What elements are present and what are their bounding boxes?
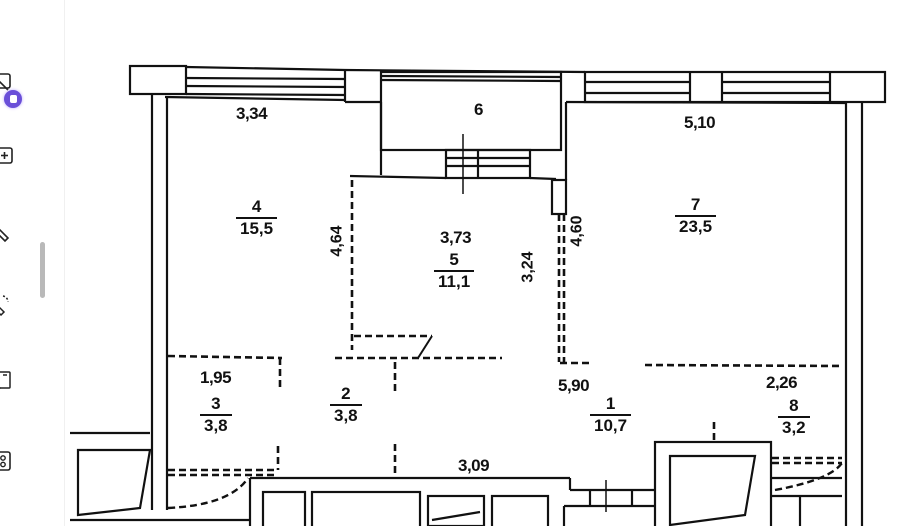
room-7[interactable]: 7 23,5: [675, 195, 717, 237]
room-4[interactable]: 4 15,5: [236, 197, 278, 239]
grid-icon[interactable]: [0, 450, 16, 472]
add-box-icon[interactable]: [0, 145, 16, 167]
dim-room5-height: 3,24: [519, 251, 537, 283]
dim-room4-height: 4,64: [328, 225, 346, 257]
dim-corridor-length: 3,09: [458, 456, 490, 475]
room-7-number: 7: [690, 195, 701, 214]
room-5-number: 5: [449, 250, 459, 269]
room-1-area: 10,7: [590, 414, 632, 436]
room-8[interactable]: 8 3,2: [778, 396, 810, 438]
left-toolbar: [0, 0, 22, 526]
lasso-icon[interactable]: [0, 294, 16, 317]
dim-room4-width: 3,34: [236, 104, 268, 123]
room-5-area: 11,1: [434, 270, 475, 292]
room-6-label: 6: [474, 100, 483, 119]
dim-room1-width: 5,90: [558, 376, 590, 395]
room-4-area: 15,5: [236, 217, 278, 239]
room-1[interactable]: 1 10,7: [590, 394, 632, 436]
room-3-number: 3: [211, 394, 221, 413]
dim-room5-width: 3,73: [440, 228, 472, 247]
room-5[interactable]: 5 11,1: [434, 250, 475, 292]
note-icon[interactable]: [0, 370, 16, 392]
room-7-area: 23,5: [675, 215, 717, 237]
toolbar-scrollbar[interactable]: [40, 242, 45, 298]
room-2-number: 2: [341, 384, 351, 403]
dim-room8-width: 2,26: [766, 373, 798, 392]
floor-plan-canvas: [66, 0, 906, 526]
room-3-area: 3,8: [200, 414, 232, 436]
room-2-area: 3,8: [330, 404, 362, 426]
room-4-number: 4: [251, 197, 262, 216]
room-8-number: 8: [789, 396, 799, 415]
room-2[interactable]: 2 3,8: [330, 384, 362, 426]
edit-pen-icon[interactable]: [0, 72, 16, 94]
pencil-icon[interactable]: [0, 222, 16, 244]
room-3[interactable]: 3 3,8: [200, 394, 232, 436]
dim-room3-width: 1,95: [200, 368, 232, 387]
dim-room7-width: 5,10: [684, 113, 716, 132]
floor-plan-drawing: [70, 64, 887, 526]
room-8-area: 3,2: [778, 416, 810, 438]
dim-room7-height: 4,60: [568, 215, 586, 247]
room-1-number: 1: [605, 394, 616, 413]
panel-divider: [64, 0, 65, 526]
purple-badge: [4, 90, 22, 108]
